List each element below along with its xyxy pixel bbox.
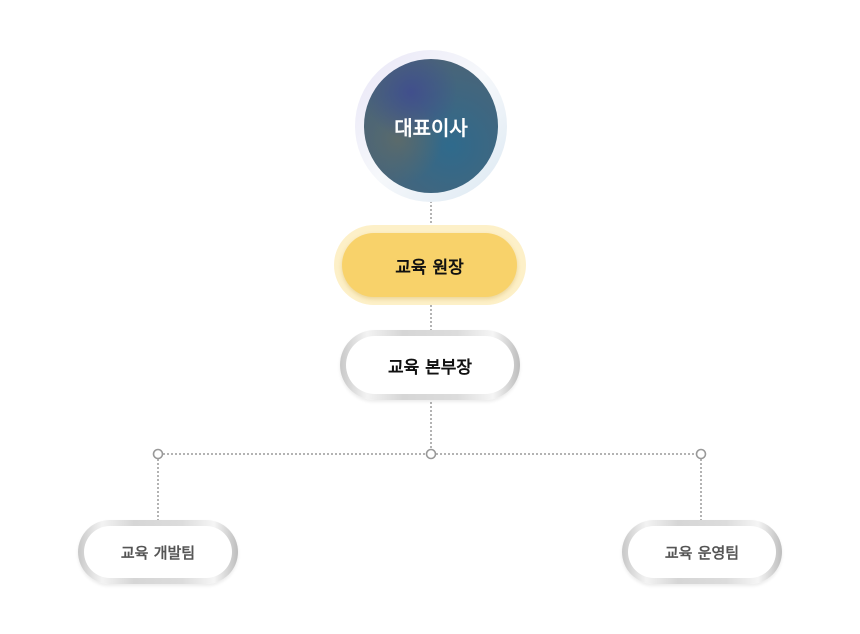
head-label: 교육 본부장 [387, 357, 473, 378]
director-node: 교육 원장 [342, 233, 517, 297]
junction-node-right [695, 448, 707, 460]
junction-node-left [152, 448, 164, 460]
team-node-operations: 교육 운영팀 [622, 520, 782, 584]
team-label: 교육 운영팀 [664, 543, 740, 562]
ceo-node: 대표이사 [364, 59, 498, 193]
junction-node-center [425, 448, 437, 460]
head-node: 교육 본부장 [340, 330, 520, 400]
ceo-label: 대표이사 [394, 115, 468, 140]
team-label: 교육 개발팀 [120, 543, 196, 562]
director-label: 교육 원장 [395, 257, 464, 278]
team-node-development: 교육 개발팀 [78, 520, 238, 584]
